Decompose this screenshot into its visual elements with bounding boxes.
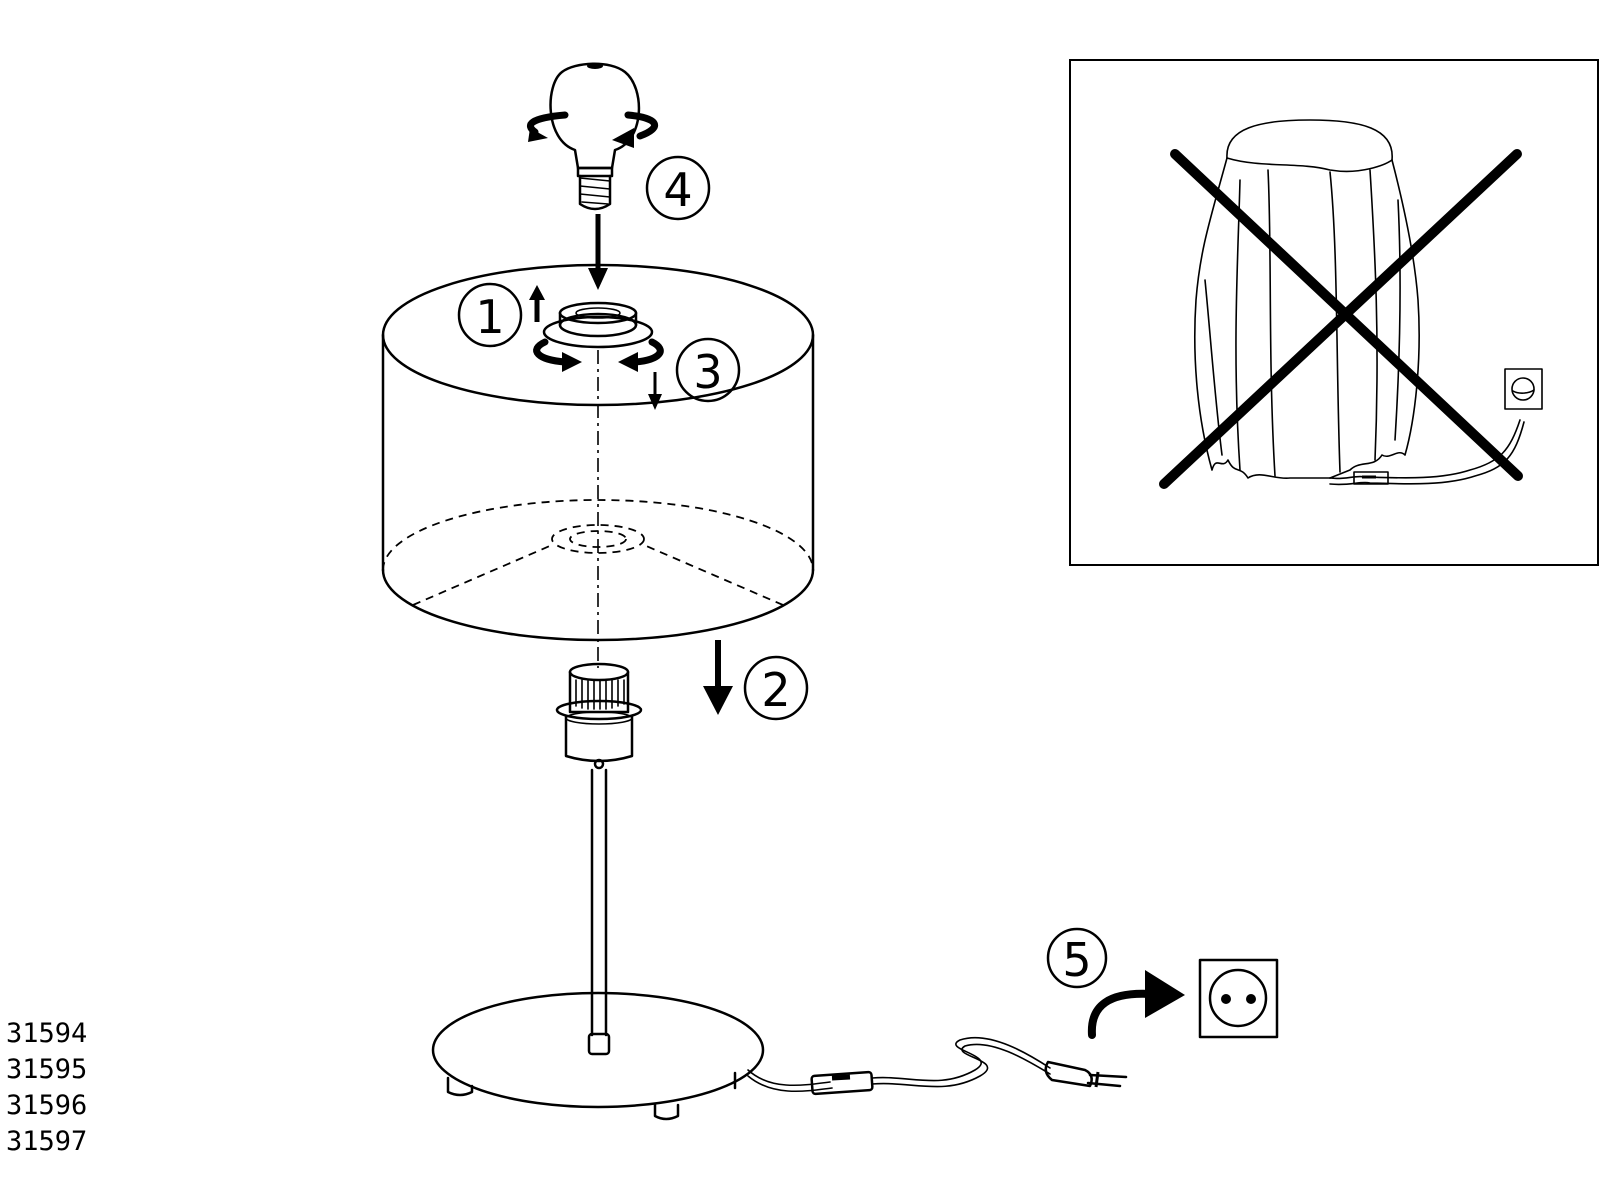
svg-text:5: 5 (1062, 933, 1091, 987)
step-4-label: 4 (645, 155, 711, 221)
lamp-socket (555, 662, 643, 770)
lamp-base (431, 991, 765, 1121)
plug-in-arrow (1087, 970, 1185, 1039)
model-number: 31595 (6, 1054, 88, 1085)
power-cable (747, 1036, 1051, 1096)
svg-text:3: 3 (693, 345, 722, 399)
step-5-label: 5 (1046, 927, 1108, 989)
model-number: 31596 (6, 1090, 88, 1121)
model-number: 31597 (6, 1126, 88, 1157)
lower-shade-arrow (703, 640, 733, 715)
shade-ring (542, 301, 654, 349)
warning-panel-do-not-cover (1069, 59, 1599, 566)
step-3-label: 3 (675, 337, 741, 403)
power-plug (1044, 1060, 1128, 1088)
wall-outlet-icon (1198, 958, 1279, 1039)
rotate-arrows-icon (527, 111, 659, 148)
insert-bulb-arrow (588, 214, 608, 290)
step-2-label: 2 (743, 655, 809, 721)
lamp-stem (587, 768, 611, 1056)
step-1-label: 1 (457, 282, 523, 348)
model-number-list: 31594 31595 31596 31597 (6, 1016, 87, 1160)
model-number: 31594 (6, 1018, 88, 1049)
svg-text:1: 1 (475, 290, 504, 344)
rotate-ring-arrows-icon (533, 338, 664, 372)
svg-text:2: 2 (761, 663, 790, 717)
svg-text:4: 4 (663, 163, 692, 217)
tighten-ring-arrow (648, 372, 662, 410)
lift-ring-arrow (529, 285, 545, 322)
